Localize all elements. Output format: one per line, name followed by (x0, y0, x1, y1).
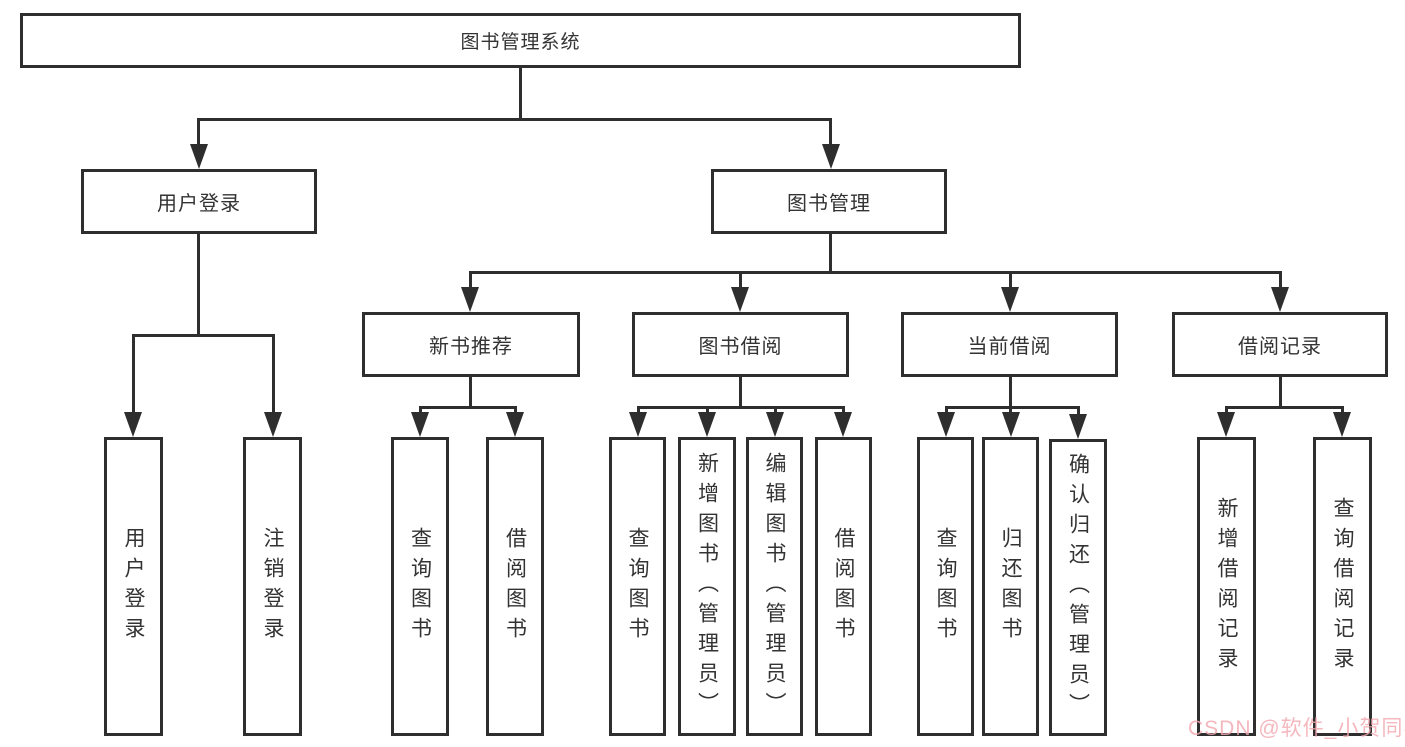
connector-line (774, 406, 777, 415)
connector-line (1009, 271, 1012, 289)
leaf-query-books: 查询图书 (917, 437, 974, 736)
arrow-down-icon (1001, 287, 1019, 312)
arrow-down-icon (461, 287, 479, 312)
connector-line (197, 234, 200, 337)
leaf-label: 查询借阅记录 (1331, 496, 1354, 677)
leaf-user-login: 用户登录 (104, 437, 163, 736)
connector-line (842, 406, 845, 415)
arrow-down-icon (629, 412, 647, 437)
connector-line (945, 406, 1080, 409)
connector-line (197, 118, 200, 146)
arrow-down-icon (731, 287, 749, 312)
arrow-down-icon (1002, 412, 1020, 437)
node-current-borrowing: 当前借阅 (901, 312, 1118, 377)
connector-line (1009, 377, 1012, 408)
connector-line (1279, 271, 1282, 289)
connector-line (519, 68, 522, 120)
leaf-return-books: 归还图书 (982, 437, 1039, 736)
node-new-book-recommend: 新书推荐 (362, 312, 580, 377)
connector-line (829, 118, 832, 146)
arrow-down-icon (834, 412, 852, 437)
arrow-down-icon (1271, 287, 1289, 312)
connector-line (1009, 406, 1012, 415)
leaf-label: 编辑图书（管理员） (763, 451, 786, 722)
connector-line (637, 406, 640, 415)
connector-line (132, 334, 275, 337)
connector-line (469, 271, 472, 289)
leaf-query-books: 查询图书 (609, 437, 666, 736)
connector-line (945, 406, 948, 415)
leaf-add-borrow-record: 新增借阅记录 (1197, 437, 1256, 736)
connector-line (272, 334, 275, 414)
leaf-borrow-books: 借阅图书 (815, 437, 872, 736)
arrow-down-icon (698, 412, 716, 437)
leaf-edit-books-admin: 编辑图书（管理员） (746, 437, 803, 736)
leaf-label: 新增图书（管理员） (695, 451, 719, 722)
leaf-label: 借阅图书 (503, 526, 527, 647)
leaf-label: 注销登录 (261, 526, 284, 647)
leaf-query-borrow-record: 查询借阅记录 (1313, 437, 1372, 736)
connector-line (469, 377, 472, 408)
connector-line (197, 118, 832, 121)
connector-line (637, 406, 845, 409)
arrow-down-icon (937, 412, 955, 437)
connector-line (739, 271, 742, 289)
leaf-label: 归还图书 (999, 526, 1022, 647)
connector-line (1225, 406, 1228, 415)
connector-line (469, 271, 1282, 274)
arrow-down-icon (1069, 414, 1087, 439)
leaf-label: 确认归还（管理员） (1066, 452, 1090, 723)
leaf-label: 用户登录 (122, 526, 145, 647)
leaf-label: 借阅图书 (832, 526, 855, 647)
connector-line (419, 406, 422, 415)
connector-line (829, 234, 832, 274)
leaf-confirm-return-admin: 确认归还（管理员） (1049, 439, 1107, 736)
arrow-down-icon (1217, 412, 1235, 437)
arrow-down-icon (822, 144, 840, 169)
connector-line (1077, 406, 1080, 415)
node-borrow-records: 借阅记录 (1172, 312, 1388, 377)
arrow-down-icon (766, 412, 784, 437)
connector-line (1341, 406, 1344, 415)
arrow-down-icon (264, 412, 282, 437)
arrow-down-icon (1333, 412, 1351, 437)
leaf-label: 查询图书 (408, 526, 432, 647)
leaf-label: 查询图书 (934, 526, 957, 647)
connector-line (514, 406, 517, 415)
node-user-login: 用户登录 (81, 169, 317, 234)
leaf-query-books: 查询图书 (391, 437, 449, 736)
leaf-borrow-books: 借阅图书 (486, 437, 544, 736)
connector-line (739, 377, 742, 408)
node-library-system: 图书管理系统 (20, 13, 1021, 68)
arrow-down-icon (124, 412, 142, 437)
arrow-down-icon (190, 144, 208, 169)
leaf-logout: 注销登录 (243, 437, 302, 736)
leaf-add-books-admin: 新增图书（管理员） (678, 437, 736, 736)
node-book-borrowing: 图书借阅 (632, 312, 849, 377)
arrow-down-icon (411, 412, 429, 437)
arrow-down-icon (506, 412, 524, 437)
node-book-management: 图书管理 (711, 169, 947, 234)
connector-line (1225, 406, 1344, 409)
leaf-label: 查询图书 (626, 526, 649, 647)
watermark: CSDN @软件_小贺同学 (1188, 717, 1405, 740)
leaf-label: 新增借阅记录 (1215, 496, 1238, 677)
connector-line (1279, 377, 1282, 408)
connector-line (132, 334, 135, 414)
connector-line (419, 406, 517, 409)
connector-line (706, 406, 709, 415)
